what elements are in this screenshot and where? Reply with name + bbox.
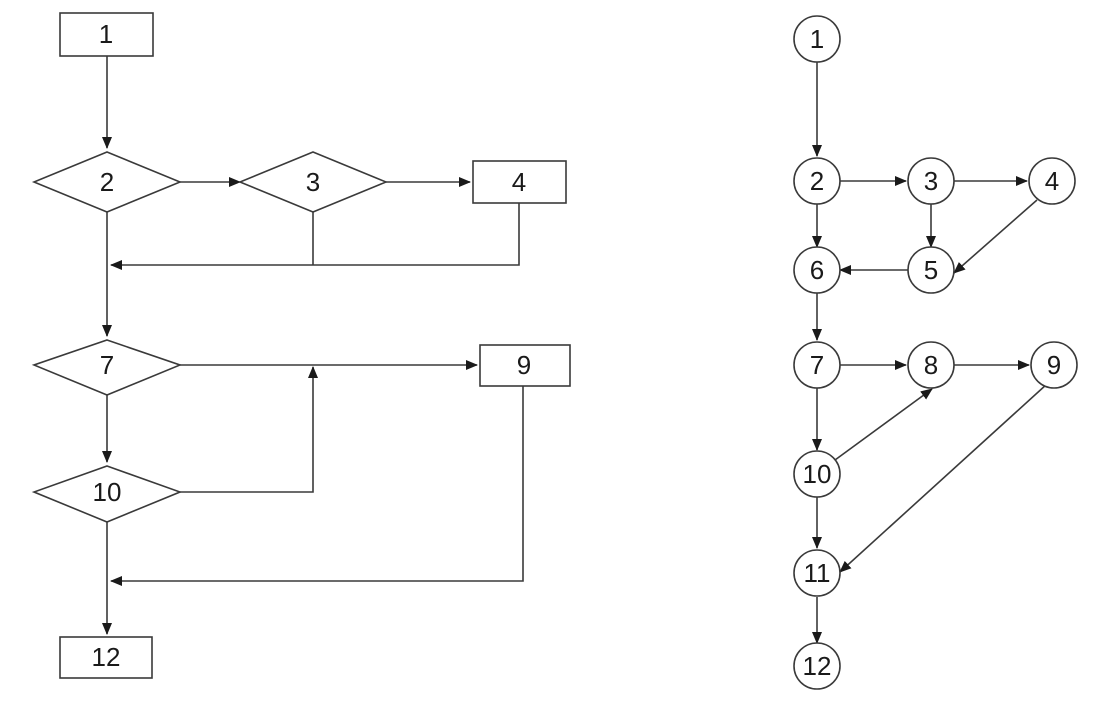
flowchart-node-12-label: 12 — [92, 642, 121, 672]
flowchart-node-9: 9 — [479, 344, 571, 387]
flowgraph-node-8: 8 — [907, 341, 955, 389]
flowgraph-node-6-label: 6 — [810, 255, 824, 285]
flowgraph-node-3-label: 3 — [924, 166, 938, 196]
flowgraph-node-5-label: 5 — [924, 255, 938, 285]
flowchart-node-7: 7 — [31, 339, 183, 396]
flowgraph-node-6: 6 — [793, 246, 841, 294]
flowgraph-node-1-label: 1 — [810, 24, 824, 54]
flowchart: 1 2 3 4 7 9 10 12 — [31, 12, 571, 679]
flowgraph-node-11: 11 — [793, 549, 841, 597]
flowgraph-edge-4-5 — [953, 199, 1038, 274]
flowgraph-node-10: 10 — [793, 450, 841, 498]
flowgraph: 1 2 3 4 5 6 7 8 — [793, 15, 1078, 690]
flowgraph-node-7: 7 — [793, 341, 841, 389]
flowgraph-node-2: 2 — [793, 157, 841, 205]
flowchart-node-3-label: 3 — [306, 167, 320, 197]
flowchart-node-3: 3 — [237, 151, 389, 213]
flowgraph-node-8-label: 8 — [924, 350, 938, 380]
flowchart-node-12: 12 — [59, 636, 153, 679]
flowchart-node-2-label: 2 — [100, 167, 114, 197]
flowgraph-edges — [812, 61, 1048, 644]
flowchart-node-9-label: 9 — [517, 350, 531, 380]
flowgraph-node-2-label: 2 — [810, 166, 824, 196]
flowgraph-node-7-label: 7 — [810, 350, 824, 380]
flowchart-edge-9-12 — [110, 386, 524, 586]
flowgraph-node-4-label: 4 — [1045, 166, 1059, 196]
flowchart-node-1: 1 — [59, 12, 154, 57]
flowgraph-node-10-label: 10 — [803, 459, 832, 489]
flowchart-edge-4-merge — [110, 203, 520, 270]
flowchart-node-2: 2 — [31, 151, 183, 213]
flowchart-node-4-label: 4 — [512, 167, 526, 197]
flowgraph-node-4: 4 — [1028, 157, 1076, 205]
flowgraph-node-5: 5 — [907, 246, 955, 294]
flowgraph-node-9-label: 9 — [1047, 350, 1061, 380]
flowchart-node-1-label: 1 — [99, 19, 113, 49]
flowgraph-edge-9-11 — [839, 383, 1048, 573]
flowchart-edges — [102, 56, 524, 635]
flowgraph-node-12-label: 12 — [803, 651, 832, 681]
flowchart-node-10-label: 10 — [93, 477, 122, 507]
flowgraph-node-1: 1 — [793, 15, 841, 63]
flowgraph-edge-10-8 — [834, 388, 933, 461]
flowgraph-node-9: 9 — [1030, 341, 1078, 389]
flowchart-node-10: 10 — [31, 465, 183, 523]
flowchart-node-7-label: 7 — [100, 350, 114, 380]
flowgraph-node-3: 3 — [907, 157, 955, 205]
flowchart-edge-10-9 — [180, 366, 318, 493]
flowchart-node-4: 4 — [472, 160, 567, 204]
flowgraph-node-12: 12 — [793, 642, 841, 690]
flowgraph-node-11-label: 11 — [804, 558, 831, 588]
